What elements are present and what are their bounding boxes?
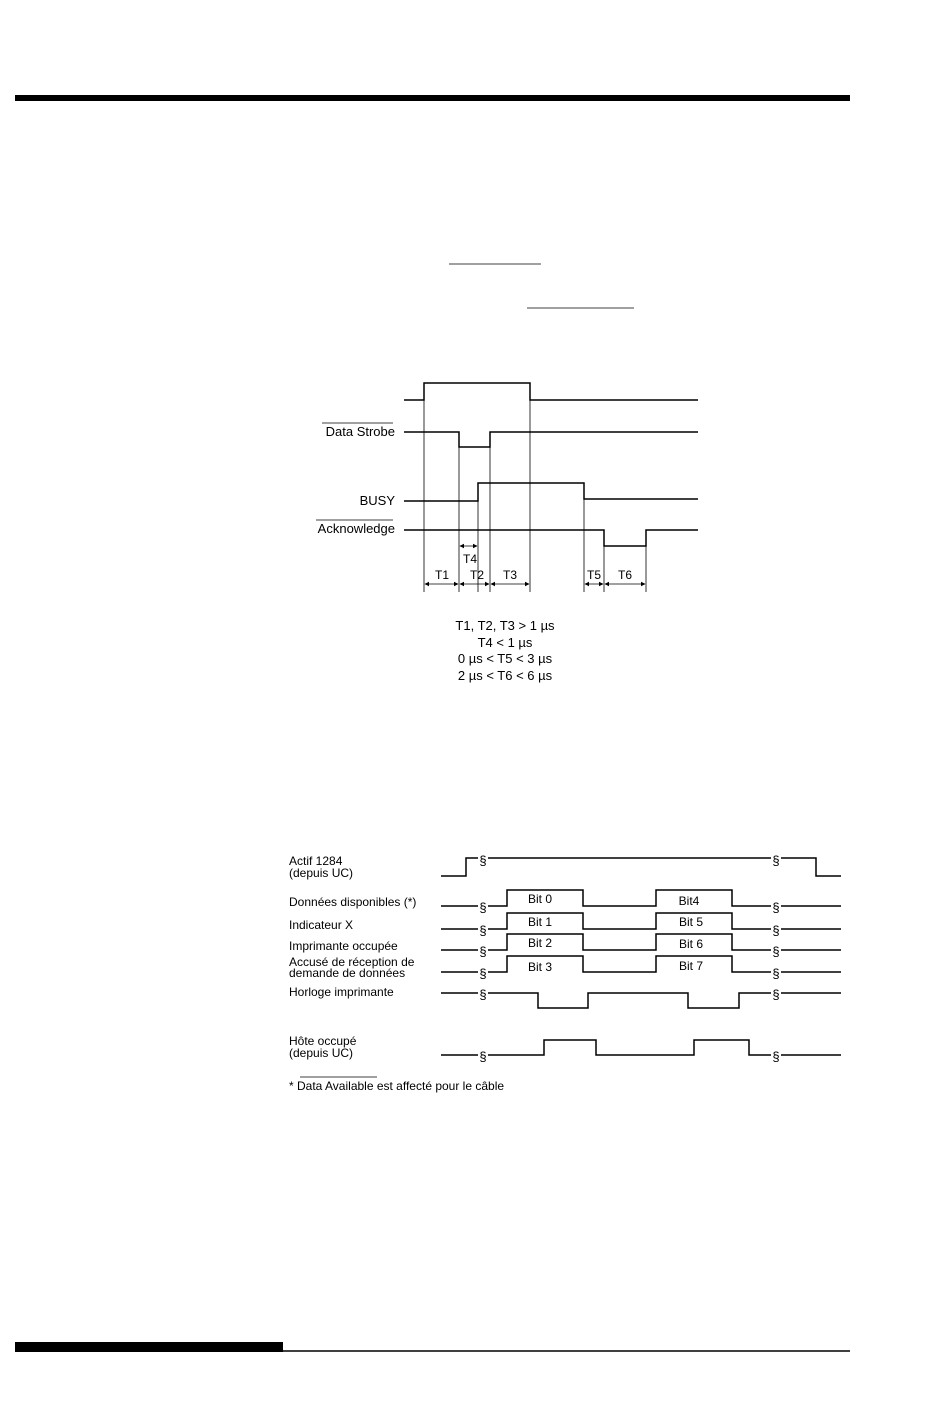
t5-label: T5 — [587, 568, 601, 582]
imprimante-label: Imprimante occupée — [289, 939, 398, 953]
bit2-label: Bit 2 — [528, 936, 552, 950]
acknowledge-waveform — [404, 529, 698, 547]
break-mark-actif-right: § — [772, 853, 779, 868]
break-mark-indicateur-right: § — [772, 923, 779, 938]
timing-diagram-1: Data Strobe BUSY Acknowledge T4 T1 T2 T3 — [316, 382, 698, 683]
break-mark-donnees-left: § — [479, 900, 486, 915]
break-mark-accuse-left: § — [479, 966, 486, 981]
accuse-waveform — [441, 955, 841, 973]
timing-note-2: T4 < 1 µs — [478, 635, 533, 650]
donnees-waveform — [441, 889, 841, 907]
timing-diagram-2: Actif 1284 (depuis UC) Données disponibl… — [289, 853, 841, 1093]
break-mark-donnees-right: § — [772, 900, 779, 915]
bit6-label: Bit 6 — [679, 937, 703, 951]
hote-label-line1: Hôte occupé — [289, 1034, 357, 1048]
data-strobe-label: Data Strobe — [326, 424, 395, 439]
bit1-label: Bit 1 — [528, 915, 552, 929]
footnote: * Data Available est affecté pour le câb… — [289, 1079, 504, 1093]
donnees-label: Données disponibles (*) — [289, 895, 416, 909]
busy-label: BUSY — [360, 493, 396, 508]
data-signal-waveform — [404, 382, 698, 401]
accuse-label-line1: Accusé de réception de — [289, 955, 415, 969]
break-mark-accuse-right: § — [772, 966, 779, 981]
footer-bar — [15, 1342, 283, 1352]
bit4-label: Bit4 — [679, 894, 700, 908]
timing-note-3: 0 µs < T5 < 3 µs — [458, 651, 553, 666]
break-mark-imprimante-right: § — [772, 944, 779, 959]
t1-label: T1 — [435, 568, 449, 582]
t4-label: T4 — [463, 552, 477, 566]
t6-label: T6 — [618, 568, 632, 582]
break-mark-hote-left: § — [479, 1049, 486, 1064]
accuse-label-line2: demande de données — [289, 966, 405, 980]
t3-label: T3 — [503, 568, 517, 582]
t2-label: T2 — [470, 568, 484, 582]
break-mark-hote-right: § — [772, 1049, 779, 1064]
bit7-label: Bit 7 — [679, 959, 703, 973]
timing-note-1: T1, T2, T3 > 1 µs — [455, 618, 555, 633]
hote-waveform — [441, 1039, 841, 1056]
indicateur-waveform — [441, 912, 841, 930]
break-mark-horloge-right: § — [772, 987, 779, 1002]
timing-guides — [423, 400, 647, 592]
indicateur-label: Indicateur X — [289, 918, 353, 932]
actif-label-line1: Actif 1284 — [289, 854, 343, 868]
break-mark-imprimante-left: § — [479, 944, 486, 959]
busy-waveform — [404, 482, 698, 502]
imprimante-waveform — [441, 933, 841, 951]
break-mark-horloge-left: § — [479, 987, 486, 1002]
timing-note-4: 2 µs < T6 < 6 µs — [458, 668, 553, 683]
bit5-label: Bit 5 — [679, 915, 703, 929]
hote-label-line2: (depuis UC) — [289, 1046, 353, 1060]
break-mark-indicateur-left: § — [479, 923, 486, 938]
header-rule — [15, 95, 850, 101]
break-marks: § § § § § § § § § § § § § — [478, 853, 781, 1064]
acknowledge-label: Acknowledge — [318, 521, 395, 536]
bit3-label: Bit 3 — [528, 960, 552, 974]
horloge-label: Horloge imprimante — [289, 985, 394, 999]
data-strobe-waveform — [404, 431, 698, 448]
horloge-waveform — [441, 992, 841, 1009]
actif-label-line2: (depuis UC) — [289, 866, 353, 880]
actif-waveform — [441, 857, 841, 877]
bit0-label: Bit 0 — [528, 892, 552, 906]
break-mark-actif-left: § — [479, 853, 486, 868]
